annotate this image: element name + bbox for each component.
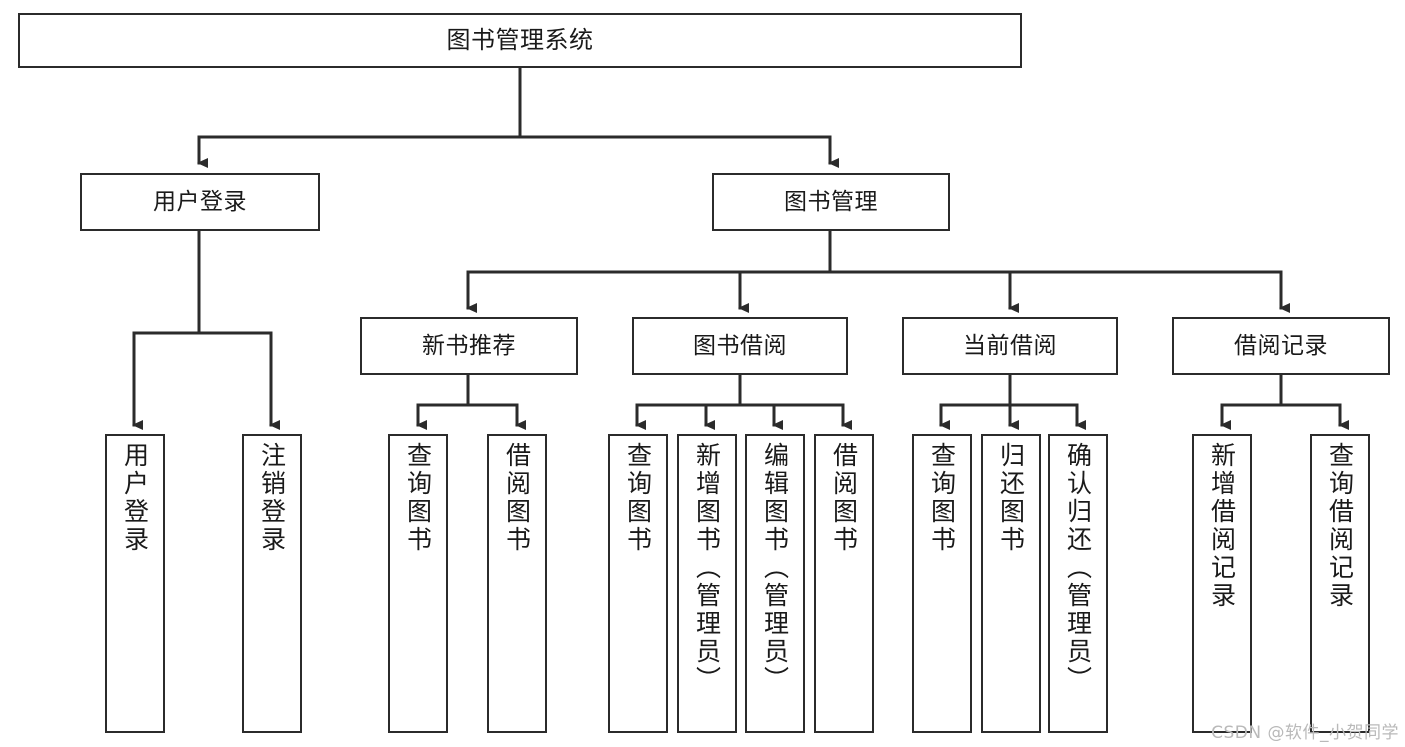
node-label: 查询借阅记录 [1325, 442, 1355, 610]
node-label: 编辑图书（管理员） [760, 442, 790, 694]
node-label: 当前借阅 [963, 332, 1057, 359]
node-new-book-recommend[interactable]: 新书推荐 [360, 317, 578, 375]
node-label: 借阅记录 [1234, 332, 1328, 359]
leaf-return-book[interactable]: 归还图书 [981, 434, 1041, 733]
leaf-edit-book-admin[interactable]: 编辑图书（管理员） [745, 434, 805, 733]
node-label: 查询图书 [623, 442, 653, 554]
node-book-borrow[interactable]: 图书借阅 [632, 317, 848, 375]
node-root-book-management-system[interactable]: 图书管理系统 [18, 13, 1022, 68]
watermark-text: CSDN @软件_小贺同学 [1211, 723, 1399, 743]
node-label: 用户登录 [153, 188, 247, 215]
leaf-add-borrow-record[interactable]: 新增借阅记录 [1192, 434, 1252, 733]
leaf-add-book-admin[interactable]: 新增图书（管理员） [677, 434, 737, 733]
node-label: 注销登录 [257, 442, 287, 554]
leaf-borrow-books-new-book[interactable]: 借阅图书 [487, 434, 547, 733]
leaf-query-books-current[interactable]: 查询图书 [912, 434, 972, 733]
node-current-borrow[interactable]: 当前借阅 [902, 317, 1118, 375]
node-label: 查询图书 [927, 442, 957, 554]
leaf-query-books-new-book[interactable]: 查询图书 [388, 434, 448, 733]
node-label: 图书管理 [784, 188, 878, 215]
node-user-login[interactable]: 用户登录 [80, 173, 320, 231]
node-label: 查询图书 [403, 442, 433, 554]
node-book-management[interactable]: 图书管理 [712, 173, 950, 231]
node-label: 新增图书（管理员） [692, 442, 722, 694]
node-label: 图书管理系统 [446, 25, 594, 54]
node-label: 借阅图书 [502, 442, 532, 554]
node-label: 归还图书 [996, 442, 1026, 554]
leaf-query-borrow-record[interactable]: 查询借阅记录 [1310, 434, 1370, 733]
leaf-logout[interactable]: 注销登录 [242, 434, 302, 733]
node-label: 新增借阅记录 [1207, 442, 1237, 610]
leaf-borrow-book[interactable]: 借阅图书 [814, 434, 874, 733]
node-label: 新书推荐 [422, 332, 516, 359]
leaf-user-login[interactable]: 用户登录 [105, 434, 165, 733]
node-label: 借阅图书 [829, 442, 859, 554]
node-label: 确认归还（管理员） [1063, 442, 1093, 694]
leaf-confirm-return-admin[interactable]: 确认归还（管理员） [1048, 434, 1108, 733]
node-label: 图书借阅 [693, 332, 787, 359]
node-label: 用户登录 [120, 442, 150, 554]
node-borrow-records[interactable]: 借阅记录 [1172, 317, 1390, 375]
leaf-query-books-borrow[interactable]: 查询图书 [608, 434, 668, 733]
